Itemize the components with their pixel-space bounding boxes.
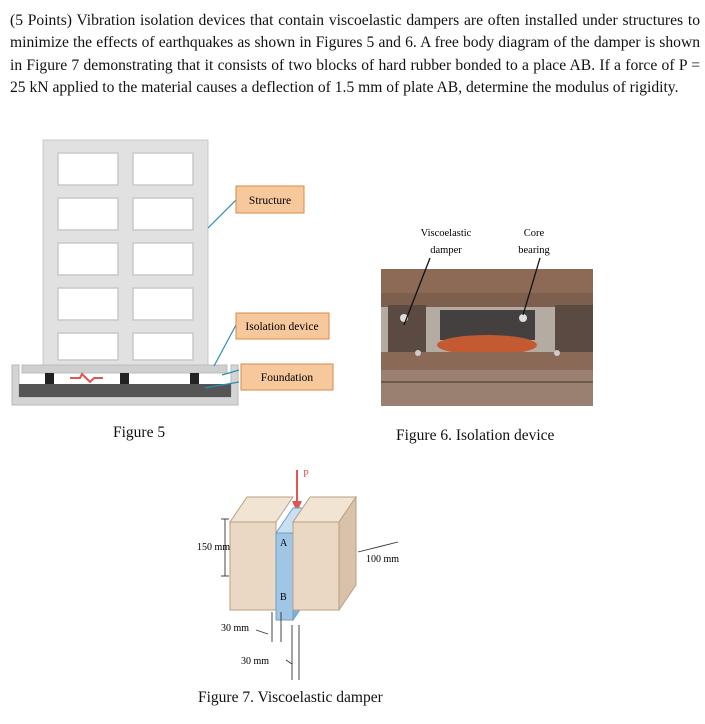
leader-lines — [204, 199, 240, 389]
height-dimension: 150 mm — [197, 542, 230, 553]
force-arrow-head — [292, 501, 302, 512]
viscoelastic-pointer — [403, 257, 431, 326]
base-slab — [21, 364, 228, 374]
isolation-label: Isolation device — [245, 321, 318, 333]
rubber-block-right — [292, 495, 357, 612]
figure-6-caption: Figure 6. Isolation device — [396, 427, 555, 444]
dimension-lines — [221, 518, 399, 680]
foundation-label: Foundation — [261, 372, 314, 384]
isolation-device-photo — [381, 269, 593, 406]
viscoelastic-label-2: damper — [430, 245, 462, 256]
viscoelastic-label-1: Viscoelastic — [421, 228, 472, 239]
isolation-label-box — [235, 312, 330, 340]
thickness-dimension-1: 30 mm — [221, 623, 249, 634]
building-windows — [57, 152, 194, 361]
figure-5-caption: Figure 5 — [113, 424, 166, 441]
core-label-2: bearing — [518, 245, 550, 256]
foundation-label-box — [240, 363, 334, 391]
thickness-dimension-2: 30 mm — [241, 656, 269, 667]
point-a-label: A — [280, 538, 288, 549]
figure-7-caption: Figure 7. Viscoelastic damper — [198, 689, 383, 706]
core-pointer — [522, 257, 541, 316]
problem-statement: (5 Points) Vibration isolation devices t… — [10, 12, 700, 97]
point-b-label: B — [280, 592, 287, 603]
structure-label-box — [235, 185, 305, 214]
force-label: P — [303, 469, 309, 480]
damper-symbol — [70, 372, 103, 384]
depth-dimension: 100 mm — [366, 554, 399, 565]
core-label-1: Core — [524, 228, 545, 239]
foundation-floor — [19, 384, 231, 397]
structure-label: Structure — [249, 195, 291, 207]
rubber-block-left — [229, 496, 294, 611]
isolator-pads — [45, 373, 199, 384]
